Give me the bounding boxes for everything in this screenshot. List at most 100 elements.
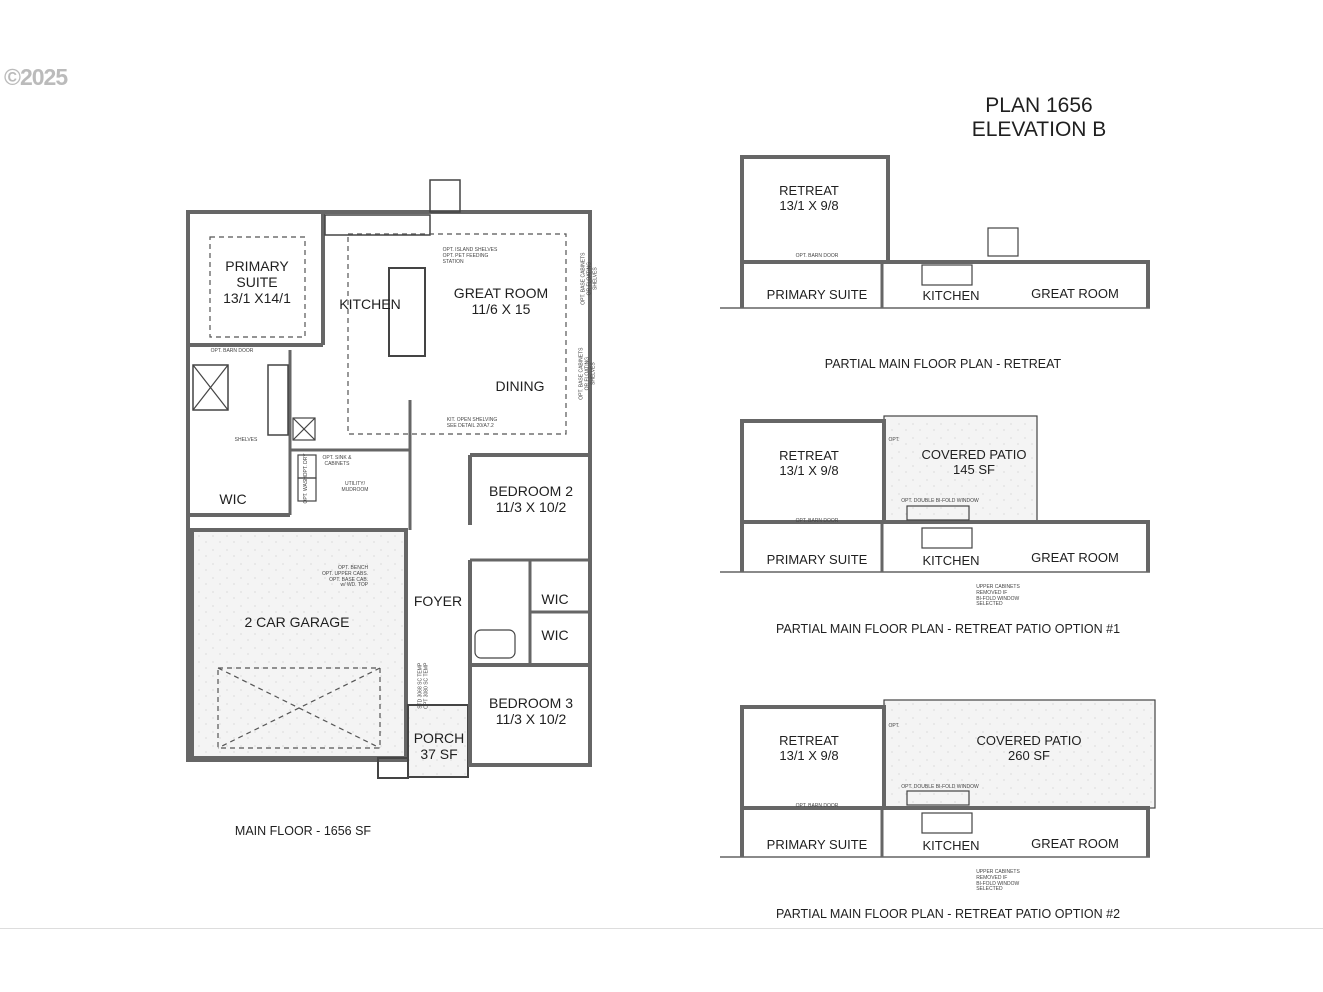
note-window: OPT. DOUBLE BI-FOLD WINDOW [901,498,979,504]
room-covered-patio: COVERED PATIO 260 SF [976,733,1082,764]
room-name: COVERED PATIO [921,447,1027,462]
room-kitchen: KITCHEN [339,296,401,312]
note-line: SELECTED [976,601,1003,608]
room-dining: DINING [495,378,545,394]
note-line: SHELVES [592,267,598,290]
note-upper-cabinets: UPPER CABINETS REMOVED IF BI-FOLD WINDOW… [976,869,1020,893]
room-name: COVERED PATIO [976,733,1082,748]
note-line: OPT. BASE CAB. [329,576,369,583]
room-dimensions: 13/1 X 9/8 [779,462,839,478]
room-dimensions: 13/1 X14/1 [223,290,291,307]
room-great-room: GREAT ROOM [1031,286,1119,301]
note-line: w/ WD. TOP [340,582,369,589]
note-line: BI-FOLD WINDOW [976,595,1020,602]
note-line: REMOVED IF [976,589,1008,596]
note-window: OPT. DOUBLE BI-FOLD WINDOW [901,784,979,790]
room-name: SUITE [236,274,278,291]
note-base-cabinets-top: OPT. BASE CABINETS OR FLOATING SHELVES [581,253,599,305]
room-wic-primary: WIC [219,491,247,507]
room-great-room: GREAT ROOM [1031,550,1119,565]
room-dimensions: 11/3 X 10/2 [495,711,567,728]
room-great-room: GREAT ROOM [1031,836,1119,851]
note-porch-door: STD 3068 SC TEMP OPT 3080 SC TEMP [417,662,430,709]
note-upper-cabinets: UPPER CABINETS REMOVED IF BI-FOLD WINDOW… [976,584,1020,608]
room-foyer: FOYER [413,593,463,609]
room-kitchen: KITCHEN [922,553,980,568]
room-primary-suite: PRIMARY SUITE 13/1 X14/1 [223,258,291,306]
plan-number: PLAN 1656 [985,94,1093,117]
room-dimensions: 13/1 X 9/8 [779,197,839,213]
elevation-label: ELEVATION B [971,118,1107,142]
room-bedroom-3: BEDROOM 3 11/3 X 10/2 [489,695,573,727]
note-opt: OPT. [888,723,900,729]
room-primary-suite: PRIMARY SUITE [766,287,868,302]
dashed-lines [209,233,567,749]
note-line: KIT. OPEN SHELVING [446,417,498,423]
note-line: REMOVED IF [976,874,1008,881]
note-shelves: SHELVES [234,437,258,443]
note-line: OPT. PET FEEDING [442,252,489,259]
note-base-cabinets-bottom: OPT. BASE CABINETS OR FLOATING SHELVES [579,348,597,400]
note-sink: OPT. SINK & CABINETS [322,455,352,468]
room-bedroom-2: BEDROOM 2 11/3 X 10/2 [489,483,573,515]
partial-plan-patio-1 [720,415,1150,573]
note-washer: OPT. WASH [303,476,310,504]
partial-plan-patio-2 [720,699,1156,858]
note-line: STATION [442,258,464,265]
room-covered-patio: COVERED PATIO 145 SF [921,447,1027,478]
note-barn-door: OPT. BARN DOOR [795,253,839,259]
room-retreat: RETREAT 13/1 X 9/8 [779,183,839,214]
note-line: UPPER CABINETS [976,584,1020,590]
note-line: CABINETS [324,460,350,467]
room-name: GREAT ROOM [453,285,549,301]
note-barn-door: OPT. BARN DOOR [210,348,254,354]
room-name: PRIMARY [225,258,289,274]
copyright-watermark: ©2025 [4,64,68,90]
room-name: RETREAT [779,183,839,198]
room-area: 260 SF [1008,747,1050,763]
note-line: OPT. ISLAND SHELVES [442,247,498,253]
partial-plan-caption: PARTIAL MAIN FLOOR PLAN - RETREAT PATIO … [775,907,1121,921]
room-garage: 2 CAR GARAGE [244,614,350,630]
note-line: OPT 3080 SC TEMP [423,662,429,709]
note-line: UPPER CABINETS [976,869,1020,875]
note-bench: OPT. BENCH OPT. UPPER CABS. OPT. BASE CA… [321,565,369,589]
note-barn-door: OPT. BARN DOOR [795,803,839,809]
room-dimensions: 11/6 X 15 [471,301,531,318]
note-open-shelving: KIT. OPEN SHELVING SEE DETAIL 20/A7.2 [446,417,498,430]
room-retreat: RETREAT 13/1 X 9/8 [779,733,839,764]
plan-title: PLAN 1656 ELEVATION B [972,94,1107,142]
room-dimensions: 11/3 X 10/2 [495,499,567,516]
page-divider [0,928,1323,929]
note-line: SEE DETAIL 20/A7.2 [446,422,494,429]
note-line: SELECTED [976,886,1003,893]
partial-plan-caption: PARTIAL MAIN FLOOR PLAN - RETREAT PATIO … [775,622,1121,636]
note-line: OPT. UPPER CABS. [321,570,369,577]
room-wic-bedroom-2: WIC [541,591,569,607]
room-primary-suite: PRIMARY SUITE [766,837,868,852]
note-island: OPT. ISLAND SHELVES OPT. PET FEEDING STA… [442,247,498,265]
note-line: OPT. SINK & [322,455,352,461]
room-kitchen: KITCHEN [922,838,980,853]
main-floor-walls [186,179,592,779]
note-opt: OPT. [888,437,900,443]
main-floor-caption: MAIN FLOOR - 1656 SF [234,824,372,838]
room-name: RETREAT [779,448,839,463]
note-dryer: OPT. DRY [303,453,310,477]
partial-plan-retreat [720,155,1150,309]
room-name: BEDROOM 2 [488,483,574,499]
note-line: MUDROOM [341,486,369,493]
note-line: UTILITY/ [344,481,366,487]
room-wic-bedroom-3: WIC [541,627,569,643]
room-area: 37 SF [420,746,458,763]
note-line: OPT. BENCH [338,565,369,571]
partial-plan-caption: PARTIAL MAIN FLOOR PLAN - RETREAT [824,357,1062,371]
note-line: BI-FOLD WINDOW [976,880,1020,887]
room-kitchen: KITCHEN [922,288,980,303]
room-retreat: RETREAT 13/1 X 9/8 [779,448,839,479]
room-great-room: GREAT ROOM 11/6 X 15 [454,285,548,317]
note-utility: UTILITY/ MUDROOM [341,481,369,494]
room-name: PORCH [413,730,465,746]
